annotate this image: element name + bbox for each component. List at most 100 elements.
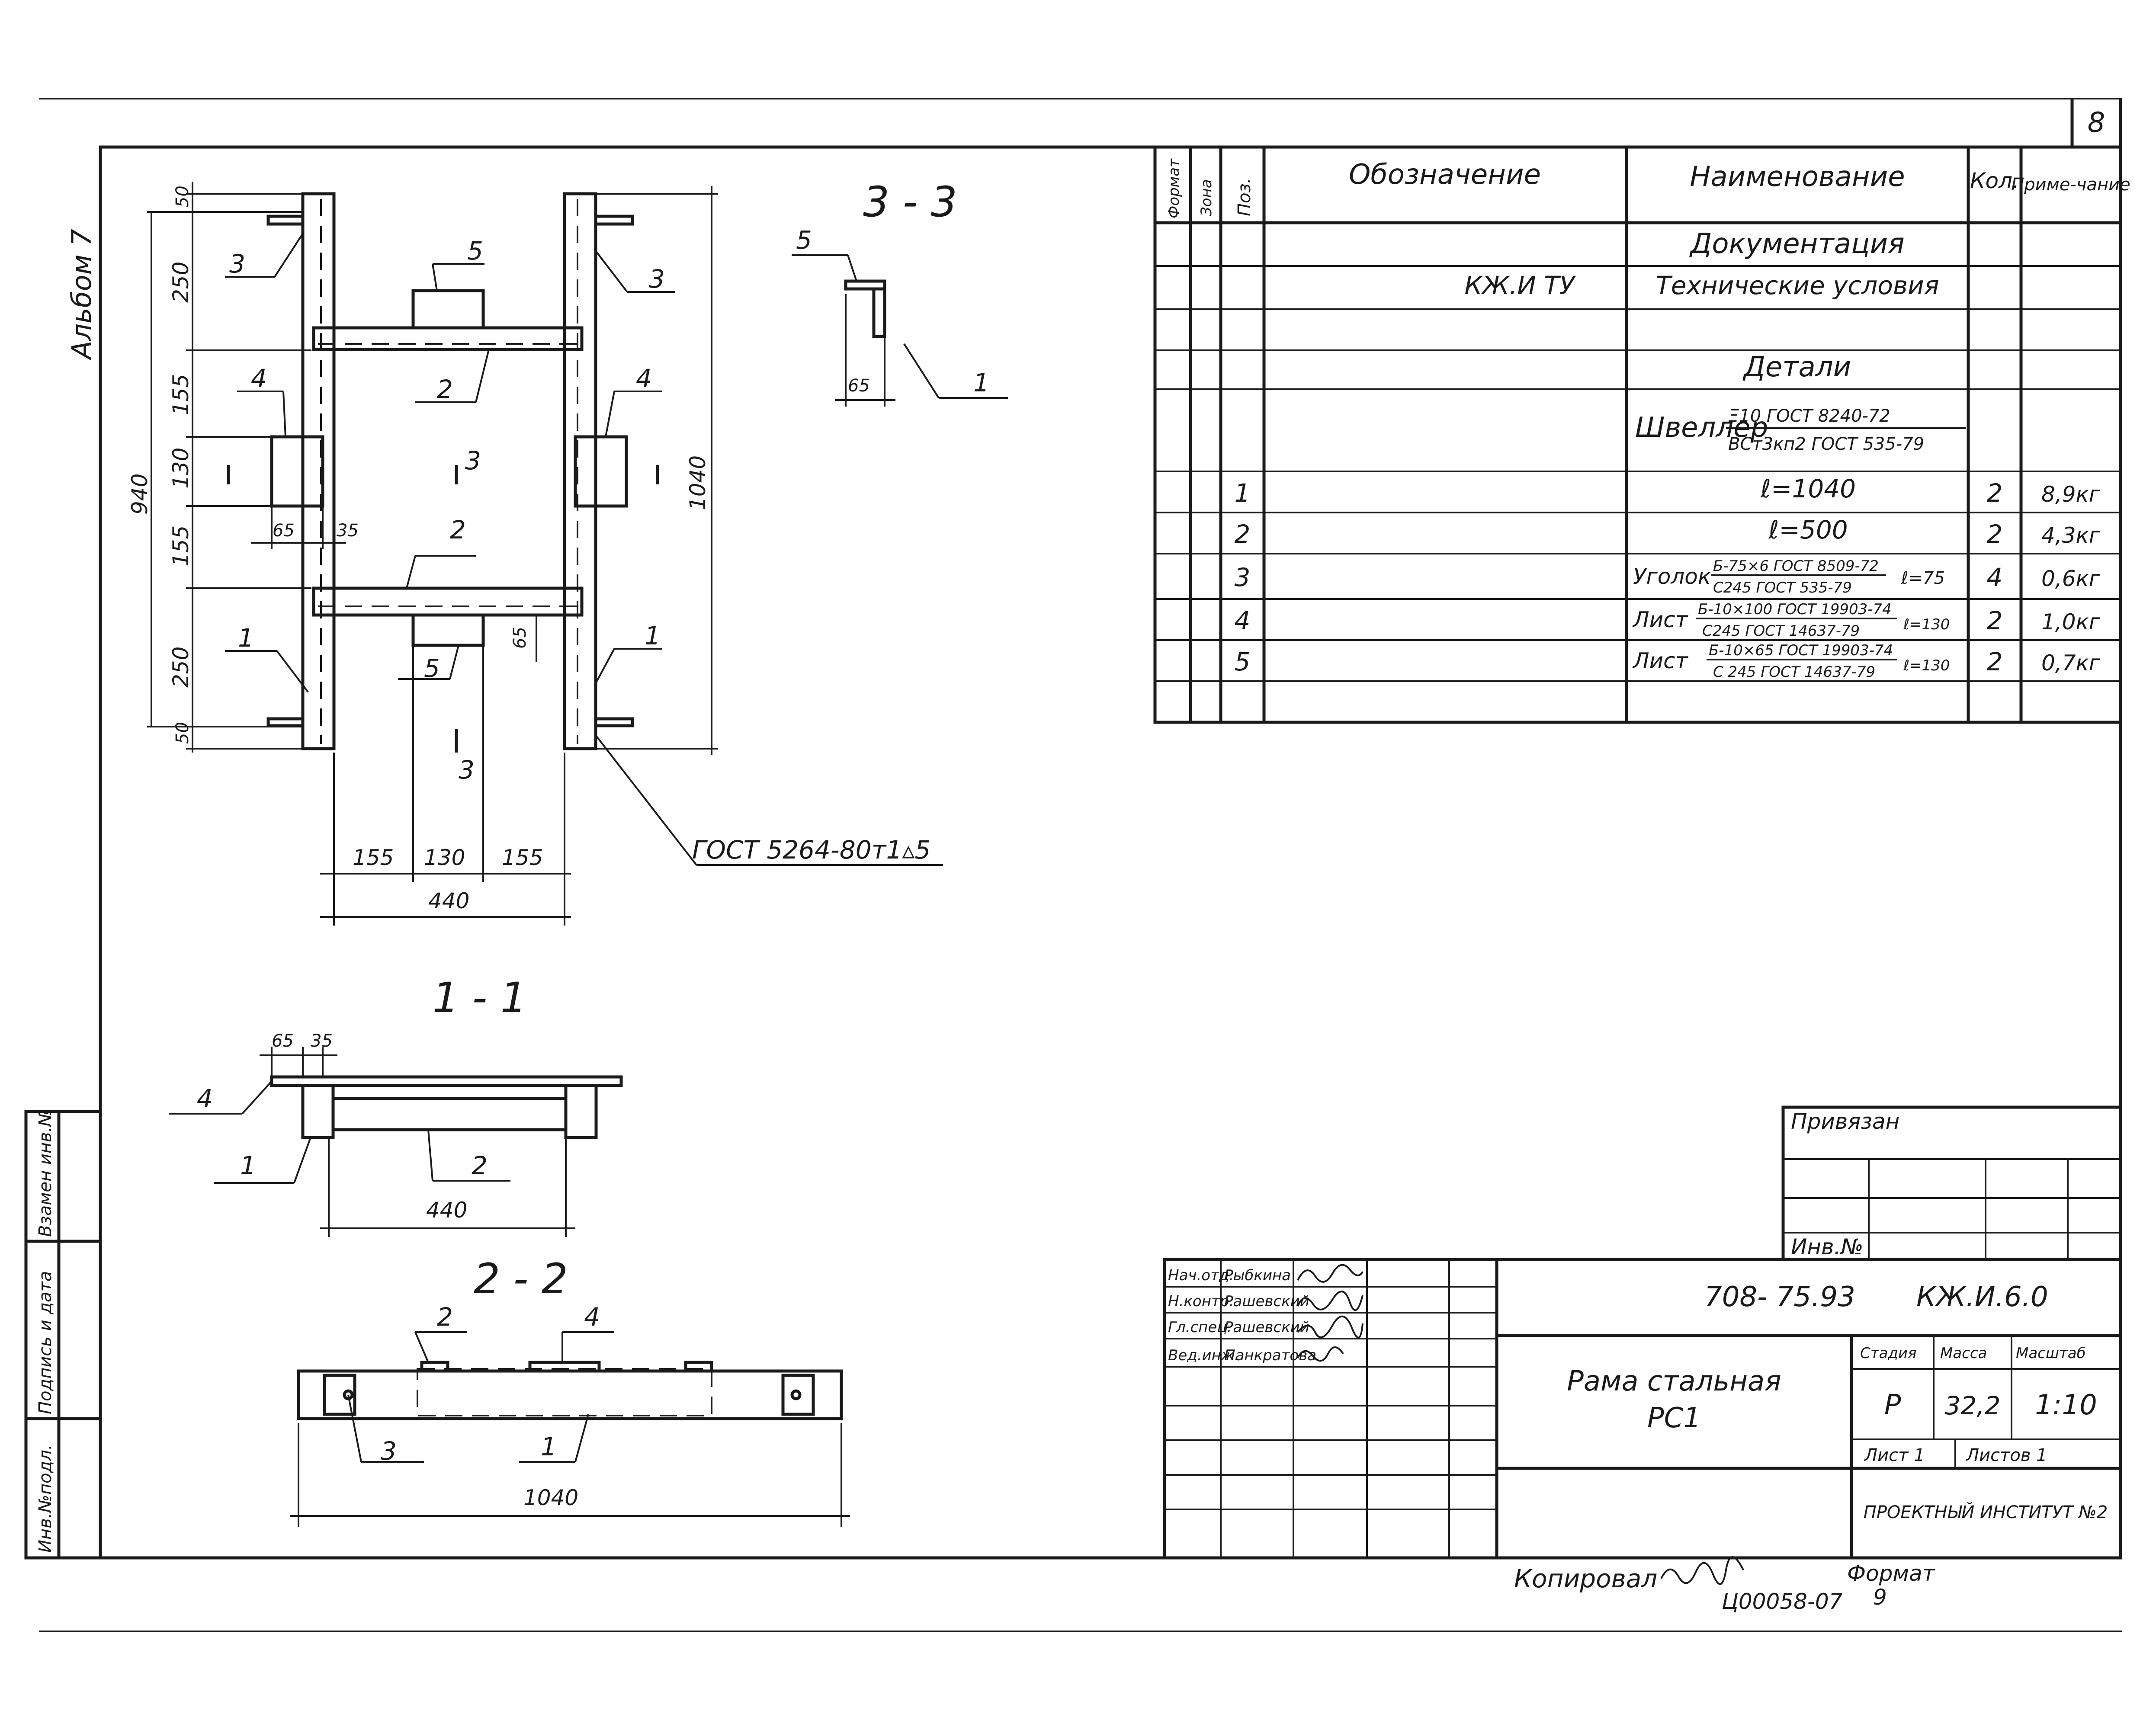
section22-pos-3: 3 (381, 1436, 397, 1466)
channel-bottom: ВСт3кп2 ГОСТ 535-79 (1728, 434, 1924, 454)
cut-mark-bottom: 3 (459, 755, 475, 785)
row-5-pos: 5 (1235, 647, 1251, 676)
section-3-3-title: 3 - 3 (863, 178, 957, 226)
copied-label: Копировал (1514, 1564, 1657, 1593)
section-2-2: 2 - 2 1040 2 4 3 1 (290, 1255, 850, 1527)
section22-pos-2: 2 (437, 1302, 453, 1332)
angle-3-bottom-left (266, 717, 303, 727)
crossbar-lower (312, 586, 584, 617)
plate-5-lower (411, 613, 485, 647)
stamp-inv-label: Инв.№подл. (35, 1444, 55, 1553)
staff-3-role: Гл.спец. (1168, 1319, 1232, 1336)
row-4-bottom: С245 ГОСТ 14637-79 (1702, 622, 1860, 640)
sheets-label: Листов 1 (1965, 1445, 2047, 1465)
pos-3-left: 3 (229, 249, 245, 279)
section-1-1-title: 1 - 1 (433, 974, 527, 1022)
side-stamp: Инв.№подл. Подпись и дата Взамен инв.№ (24, 1108, 102, 1560)
stamp-sign-label: Подпись и дата (35, 1271, 55, 1414)
weld-note: ГОСТ 5264-80т1▵5 (692, 835, 930, 865)
dim-35-section11: 35 (311, 1031, 333, 1051)
row-1-name: ℓ=1040 (1760, 474, 1856, 503)
row-2-pos: 2 (1235, 519, 1251, 549)
row-3-bottom: С245 ГОСТ 535-79 (1713, 579, 1852, 596)
item-mark: РС1 (1647, 1402, 1701, 1434)
dim-940: 940 (127, 474, 152, 515)
binding-title: Привязан (1791, 1109, 1899, 1134)
row-5-top: Б-10×65 ГОСТ 19903-74 (1709, 642, 1893, 659)
mass-value: 32,2 (1944, 1391, 2000, 1420)
footer: Копировал Формат Ц00058-07 9 (1514, 1556, 1936, 1614)
album-label: Альбом 7 (66, 229, 97, 361)
section-documentation: Документация (1689, 228, 1904, 260)
stamp-replace-label: Взамен инв.№ (35, 1108, 55, 1237)
dim-130-h: 130 (424, 845, 465, 870)
dim-chain-left: 50 250 155 130 155 250 50 940 (127, 182, 311, 753)
row-4-pos: 4 (1235, 606, 1251, 635)
scale-label: Масштаб (2016, 1345, 2086, 1362)
section-1-1: 1 - 1 65 35 440 4 1 2 (169, 974, 623, 1237)
pos-5-lower: 5 (424, 654, 440, 683)
row-3-suffix: ℓ=75 (1901, 568, 1945, 588)
copier-signature (1660, 1556, 1744, 1585)
mass-label: Масса (1940, 1345, 1987, 1362)
row-5-suffix: ℓ=130 (1903, 657, 1950, 674)
col-note-header: Приме-чание (2011, 175, 2130, 195)
col-zone-header: Зона (1198, 179, 1215, 216)
pos-1-right: 1 (645, 621, 661, 650)
dim-155-bottom: 155 (168, 525, 193, 567)
channel-left (301, 192, 336, 750)
section11-pos-2: 2 (472, 1151, 488, 1180)
staff-2-name: Рашевский (1224, 1293, 1309, 1310)
dim-155-left-h: 155 (353, 845, 394, 870)
row-5-qty: 2 (1987, 647, 2003, 676)
dim-50-top: 50 (173, 186, 192, 208)
pos-4-right: 4 (636, 364, 652, 393)
sheet-label: Лист 1 (1864, 1445, 1925, 1465)
angle-3-top-right (596, 215, 634, 226)
dim-35-plan: 35 (337, 521, 359, 541)
staff-2-role: Н.контр. (1168, 1293, 1234, 1310)
row-5-prefix: Лист (1632, 648, 1689, 673)
row-5-note: 0,7кг (2041, 650, 2101, 676)
dim-440-plan: 440 (428, 888, 469, 913)
section22-pos-4: 4 (584, 1302, 600, 1332)
spec-table: Формат Зона Поз. Обозначение Наименовани… (1153, 145, 2130, 724)
col-qty-header: Кол. (1970, 168, 2019, 193)
staff-4-role: Вед.инж. (1168, 1347, 1239, 1364)
pos-4-left: 4 (251, 364, 267, 393)
crossbar-upper (312, 326, 584, 351)
pos-3-right: 3 (649, 264, 665, 294)
tu-name: Технические условия (1656, 271, 1939, 300)
row-3-pos: 3 (1235, 563, 1251, 592)
cut-mark-top: 3 (465, 446, 481, 475)
dim-130: 130 (168, 448, 193, 489)
section22-pos-1: 1 (541, 1432, 557, 1461)
binding-block: Привязан Инв.№ (1781, 1105, 2122, 1261)
organization: ПРОЕКТНЫЙ ИНСТИТУТ №2 (1864, 1502, 2108, 1522)
dim-155-right-h: 155 (502, 845, 543, 870)
signature-2 (1297, 1291, 1364, 1311)
channel-top: Ξ10 ГОСТ 8240-72 (1728, 406, 1890, 426)
frame-plan-view: 50 250 155 130 155 250 50 940 1040 65 35… (127, 182, 943, 926)
row-3-prefix: Уголок (1633, 564, 1711, 589)
stage-value: Р (1884, 1389, 1901, 1421)
angle-3-top-left (266, 215, 303, 226)
row-2-name: ℓ=500 (1768, 515, 1848, 545)
pos-1-left: 1 (238, 623, 254, 653)
staff-1-name: Рыбкина (1224, 1267, 1291, 1284)
section-3-3: 3 - 3 65 5 1 (792, 178, 1008, 407)
dim-1040-right: 1040 (685, 455, 710, 510)
dim-250-bottom: 250 (168, 647, 193, 688)
plate-4-left (270, 435, 324, 508)
row-4-top: Б-10×100 ГОСТ 19903-74 (1698, 601, 1892, 618)
col-designation-header: Обозначение (1349, 159, 1541, 191)
dim-1040-section22: 1040 (523, 1485, 578, 1510)
signature-3 (1297, 1315, 1364, 1339)
stage-label: Стадия (1860, 1345, 1916, 1362)
section11-pos-4: 4 (197, 1084, 213, 1113)
row-1-pos: 1 (1235, 478, 1251, 508)
col-pos-header: Поз. (1235, 178, 1254, 216)
order-number: Ц00058-07 (1722, 1589, 1843, 1614)
dim-155-top: 155 (168, 374, 193, 415)
